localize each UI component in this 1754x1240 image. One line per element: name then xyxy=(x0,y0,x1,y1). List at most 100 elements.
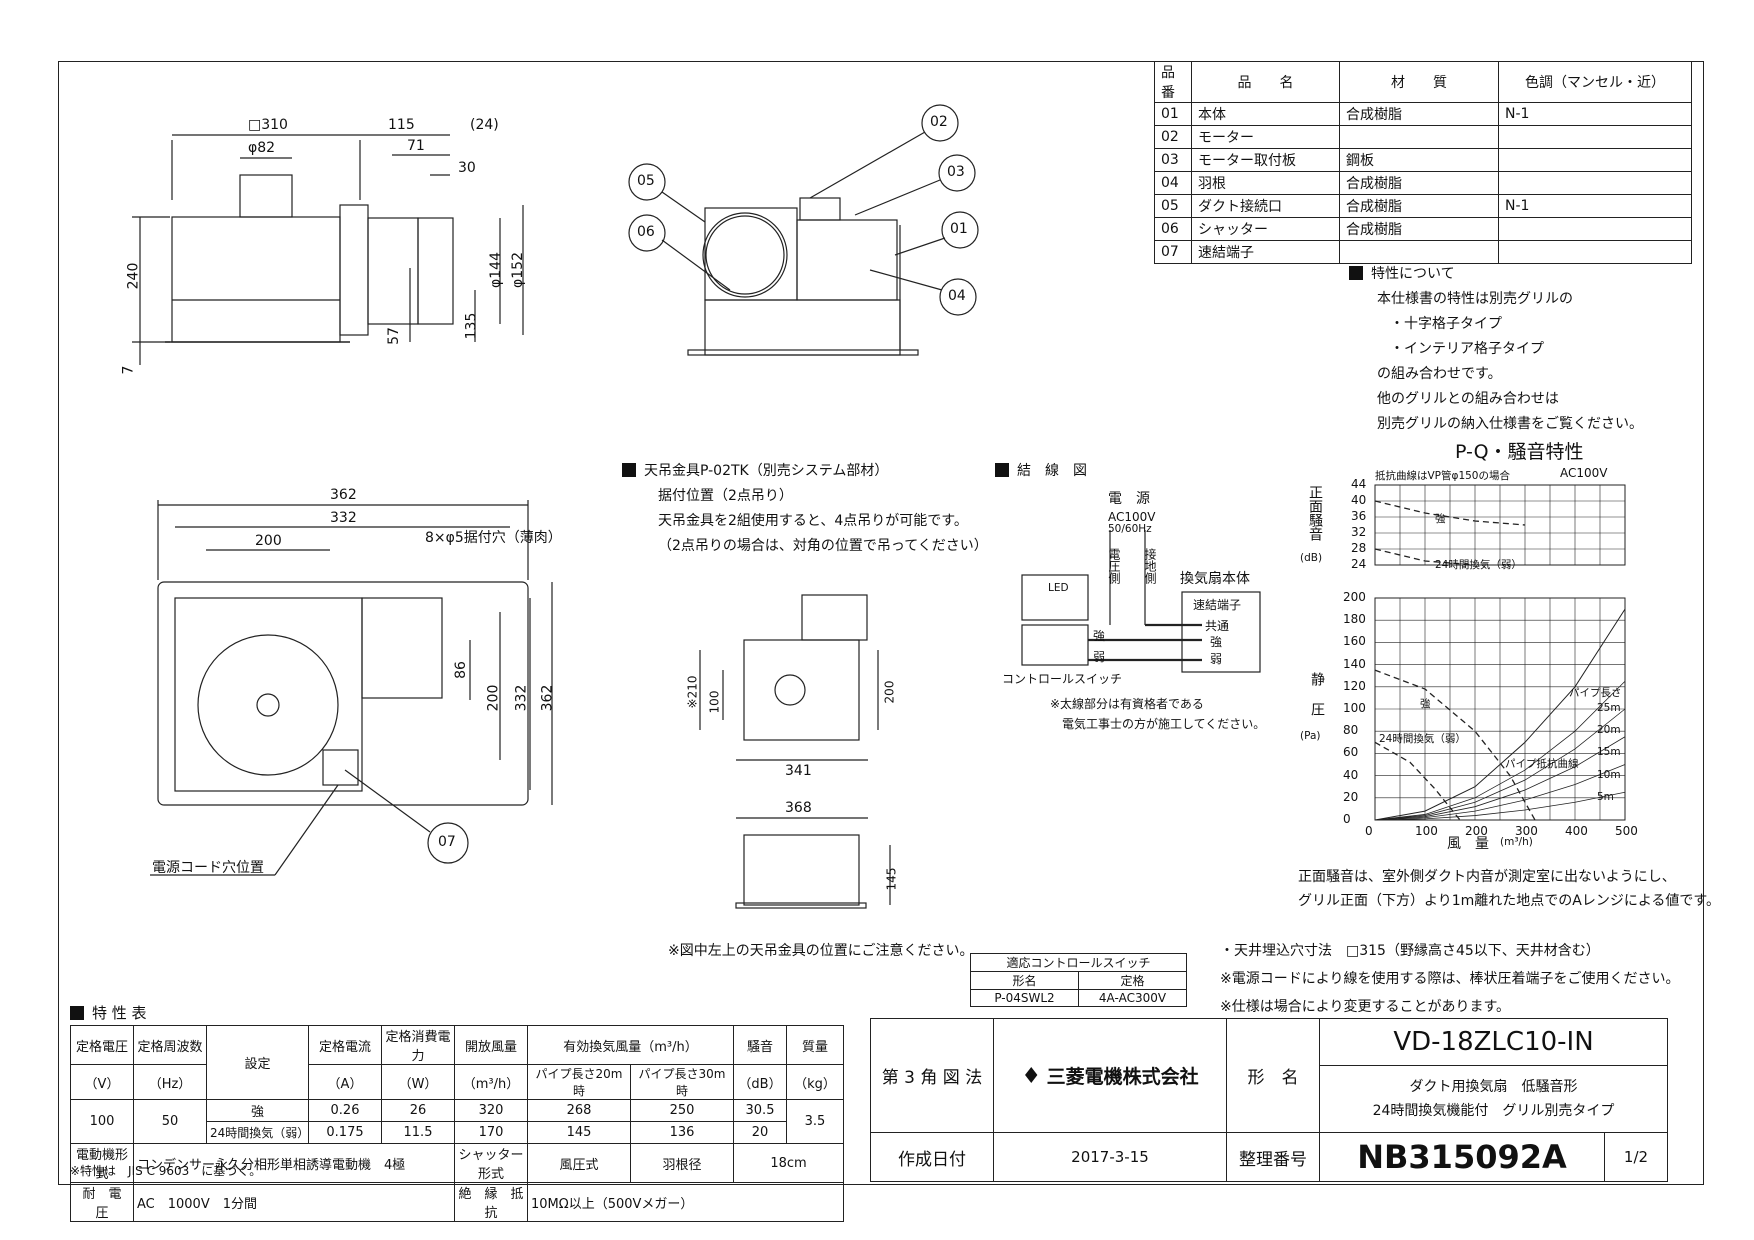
pipe-label: 20m xyxy=(1597,724,1621,737)
spec-h-noise: 騒音 xyxy=(733,1025,787,1065)
part-name: モーター取付板 xyxy=(1191,148,1340,172)
pq-ytick: 140 xyxy=(1343,656,1366,671)
wiring-terminal: 速結端子 xyxy=(1193,598,1242,612)
spec-shutter: 風圧式 xyxy=(527,1143,631,1183)
char-note-line: ・十字格子タイプ xyxy=(1390,316,1502,332)
spec-h-eff: 有効換気風量（m³/h） xyxy=(527,1025,734,1065)
hanger-note-line: 据付位置（2点吊り） xyxy=(658,488,793,504)
bullet-square-icon xyxy=(1349,266,1363,280)
table-row: 耐 電 圧 AC 1000V 1分間 絶 縁 抵 抗 10MΩ以上（500Vメガ… xyxy=(70,1182,844,1222)
pq-ytick: 40 xyxy=(1343,767,1359,782)
spec-h-freq: 定格周波数 xyxy=(133,1025,207,1065)
part-no: 02 xyxy=(1154,125,1192,149)
pq-series-2 xyxy=(1374,608,1626,821)
wiring-power: 電 源 xyxy=(1108,491,1150,507)
bullet-square-icon xyxy=(995,463,1009,477)
spec-freq: 50 xyxy=(133,1099,207,1144)
pq-series-label: 強 xyxy=(1420,697,1431,710)
model-number: VD-18ZLC10-IN xyxy=(1319,1018,1668,1066)
noise-note-line: 正面騒音は、室外側ダクト内音が測定室に出ないようにし、 xyxy=(1298,869,1676,885)
noise-ytick: 40 xyxy=(1351,493,1367,507)
spec-u-open: （m³/h） xyxy=(454,1064,528,1100)
wiring-ac: AC100V xyxy=(1108,510,1156,524)
spec-insulation-label: 絶 縁 抵 抗 xyxy=(454,1182,537,1222)
spec-u-current: （A） xyxy=(308,1064,382,1100)
hanger-note-heading: 天吊金具P-02TK（別売システム部材） xyxy=(622,460,888,480)
mitsubishi-logo-icon: ♦ xyxy=(1021,1064,1042,1089)
part-material: 合成樹脂 xyxy=(1339,171,1499,195)
part-no: 01 xyxy=(1154,102,1192,126)
pq-series-label: パイプ抵抗曲線 xyxy=(1505,757,1579,770)
part-material: 合成樹脂 xyxy=(1339,102,1499,126)
spec-heading: 特 性 表 xyxy=(70,1002,147,1023)
noise-ytick: 24 xyxy=(1351,557,1367,571)
pq-xtick: 400 xyxy=(1565,824,1588,838)
spec-p20: 268 xyxy=(527,1099,631,1122)
pipe-label: 5m xyxy=(1597,790,1614,803)
ref-label: 整理番号 xyxy=(1226,1132,1320,1182)
spec-p30: 136 xyxy=(630,1121,734,1144)
pq-ytick: 100 xyxy=(1343,701,1366,715)
dim-210: ※210 xyxy=(685,675,700,709)
spec-table: 定格電圧 定格周波数 設定 定格電流 定格消費電力 開放風量 有効換気風量（m³… xyxy=(70,1025,844,1222)
dim-71: 71 xyxy=(407,138,425,154)
part-color xyxy=(1498,240,1692,264)
noise-ylabel: 正面騒音 xyxy=(1307,485,1323,541)
dim-310: □310 xyxy=(248,117,288,133)
callout-07: 07 xyxy=(438,834,456,850)
side-view-drawing xyxy=(132,134,524,365)
dim-200-hanger: 200 xyxy=(882,680,897,704)
bullet-square-icon xyxy=(70,1006,84,1020)
dim-100: 100 xyxy=(707,690,722,714)
pipe-curve-15 xyxy=(1374,736,1626,821)
bottom-note: ※仕様は場合により変更することがあります。 xyxy=(1220,999,1511,1015)
callout-03-circle xyxy=(938,154,976,192)
pq-ytick: 200 xyxy=(1343,590,1366,604)
pq-xtick: 500 xyxy=(1615,824,1638,838)
part-material xyxy=(1339,240,1499,264)
spec-h-setting: 設定 xyxy=(206,1025,309,1100)
callout-07-circle xyxy=(427,822,469,864)
pipe-label: 10m xyxy=(1597,768,1621,781)
ref-number: NB315092A xyxy=(1319,1132,1605,1182)
dim-200-v: 200 xyxy=(485,684,502,712)
noise-ytick: 32 xyxy=(1351,525,1367,539)
wiring-line-weak: 弱 xyxy=(1093,650,1106,664)
hanger-footnote: ※図中左上の天吊金具の位置にご注意ください。 xyxy=(668,943,974,959)
pq-xunit: (m³/h) xyxy=(1500,836,1533,848)
spec-u-mass: （kg） xyxy=(786,1064,844,1100)
model-label: 形 名 xyxy=(1226,1018,1320,1133)
dim-57: 57 xyxy=(385,327,402,345)
model-desc-cell: ダクト用換気扇 低騒音形 24時間換気機能付 グリル別売タイプ xyxy=(1319,1065,1668,1133)
switch-table-h1: 形名 xyxy=(970,971,1079,990)
parts-header-material: 材 質 xyxy=(1339,61,1499,103)
bottom-note: ※電源コードにより線を使用する際は、棒状圧着端子をご使用ください。 xyxy=(1220,971,1680,987)
spec-h-power: 定格消費電力 xyxy=(381,1025,455,1065)
hanger-view-drawing xyxy=(699,594,891,909)
callout-05: 05 xyxy=(637,173,655,189)
spec-u-power: （W） xyxy=(381,1064,455,1100)
pipe-curve-5 xyxy=(1374,791,1626,821)
pq-xtick: 0 xyxy=(1365,824,1373,838)
spec-h-voltage: 定格電圧 xyxy=(70,1025,134,1065)
spec-p30: 250 xyxy=(630,1099,734,1122)
char-note-line: の組み合わせです。 xyxy=(1377,366,1502,382)
drawing-frame xyxy=(58,61,1704,1185)
chart-voltage: AC100V xyxy=(1560,466,1608,480)
parts-header-row: 品番 品 名 材 質 色調（マンセル・近） xyxy=(1154,61,1692,103)
hanger-note-heading-text: 天吊金具P-02TK（別売システム部材） xyxy=(644,463,889,479)
wiring-hz: 50/60Hz xyxy=(1108,523,1152,535)
part-name: モーター xyxy=(1191,125,1340,149)
pq-yunit: (Pa) xyxy=(1300,730,1321,742)
switch-table-title: 適応コントロールスイッチ xyxy=(970,953,1187,972)
callout-04-circle xyxy=(939,278,977,316)
chart-resistance-note: 抵抗曲線はVP管φ150の場合 xyxy=(1375,470,1510,482)
part-name: 本体 xyxy=(1191,102,1340,126)
dim-332-v: 332 xyxy=(513,684,530,712)
part-name: 速結端子 xyxy=(1191,240,1340,264)
spec-power: 11.5 xyxy=(381,1121,455,1144)
spec-blade-label: 羽根径 xyxy=(630,1143,734,1183)
